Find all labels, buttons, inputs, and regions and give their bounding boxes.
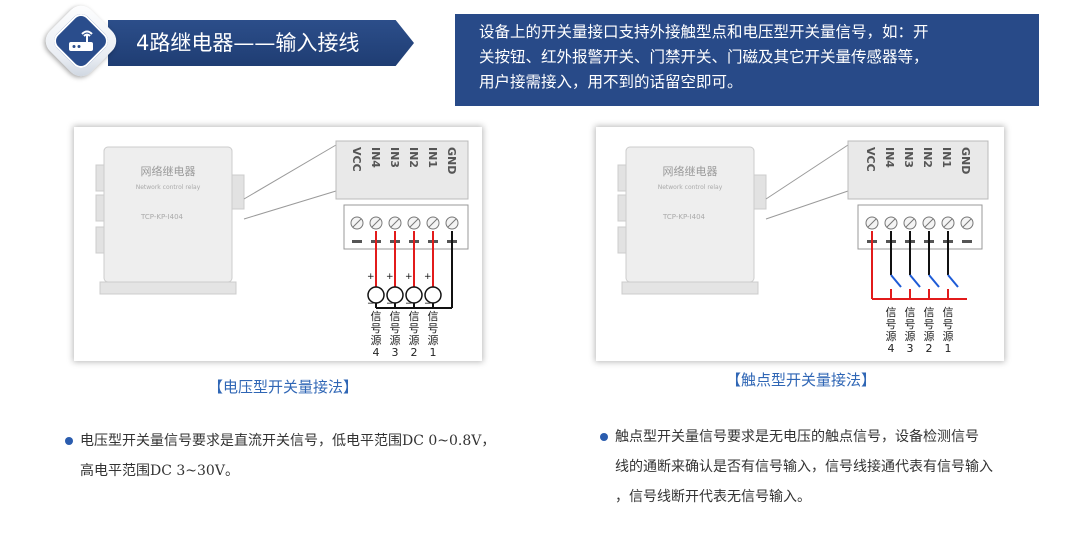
source-labels: 信 号 源 4 信 号 源 3 信 号 源 2 信 号 源 1	[886, 306, 954, 355]
source-labels: 信 号 源 4 信 号 源 3 信 号 源 2 信 号 源 1	[371, 310, 439, 359]
minus-mark: −	[424, 299, 432, 309]
source-4-char-3: 源	[886, 329, 897, 343]
source-4-char-1: 信	[371, 310, 382, 323]
terminal-gnd: GND	[445, 147, 458, 174]
terminal-vcc: VCC	[350, 147, 363, 172]
terminal-screws	[350, 216, 459, 243]
contact-caption: 【触点型开关量接法】	[726, 371, 877, 389]
terminal-label-strip	[335, 140, 469, 200]
signal-wires	[375, 231, 453, 309]
source-3-char-1: 信	[390, 310, 401, 323]
source-3-char-3: 源	[905, 329, 916, 343]
device-name: 网络继电器	[141, 164, 196, 178]
source-4-char-2: 号	[371, 322, 382, 335]
source-3-char-1: 信	[905, 306, 916, 319]
source-3-char-2: 号	[905, 318, 916, 331]
plus-mark: +	[424, 272, 432, 282]
voltage-caption: 【电压型开关量接法】	[208, 378, 359, 396]
contact-desc-line-1: 触点型开关量信号要求是无电压的触点信号，设备检测信号	[615, 429, 979, 445]
device-model: TCP-KP-I404	[140, 213, 184, 221]
plus-mark: +	[367, 272, 375, 282]
source-2-char-3: 源	[409, 333, 420, 347]
source-4-char-3: 源	[371, 333, 382, 347]
voltage-desc-line-2: 高电平范围DC 3~30V。	[80, 463, 239, 479]
source-1-char-2: 号	[943, 318, 954, 331]
plus-mark: +	[386, 272, 394, 282]
terminal-in3: IN3	[902, 147, 915, 168]
info-box: 设备上的开关量接口支持外接触型点和电压型开关量信号，如：开 关按钮、红外报警开关…	[455, 14, 1039, 106]
callout-line	[243, 144, 337, 200]
bullet-dot	[65, 437, 73, 445]
source-1-char-3: 源	[943, 329, 954, 343]
terminal-gnd: GND	[959, 147, 972, 174]
title-banner	[108, 20, 414, 66]
device-subtitle: Network control relay	[658, 184, 723, 191]
terminal-vcc: VCC	[864, 147, 877, 172]
source-1-char-1: 信	[428, 310, 439, 323]
source-4-num: 4	[373, 346, 380, 359]
terminal-in2: IN2	[921, 147, 934, 168]
source-2-num: 2	[926, 342, 933, 355]
info-line-2: 关按钮、红外报警开关、门禁开关、门磁及其它开关量传感器等，	[479, 48, 929, 66]
contact-wiring-panel: 网络继电器 Network control relay TCP-KP-I404 …	[596, 127, 1004, 361]
relay-device: 网络继电器 Network control relay TCP-KP-I404	[617, 146, 767, 295]
source-2-char-2: 号	[409, 322, 420, 335]
terminal-in1: IN1	[426, 147, 439, 168]
terminal-in3: IN3	[388, 147, 401, 168]
source-3-char-2: 号	[390, 322, 401, 335]
source-3-num: 3	[392, 346, 399, 359]
voltage-description: 电压型开关量信号要求是直流开关信号，低电平范围DC 0~0.8V， 高电平范围D…	[80, 426, 520, 486]
source-2-char-2: 号	[924, 318, 935, 331]
contact-wires	[871, 231, 967, 300]
voltage-sources	[367, 286, 442, 304]
source-4-char-1: 信	[886, 306, 897, 319]
terminal-label-strip	[847, 140, 989, 200]
source-1-char-1: 信	[943, 306, 954, 319]
source-1-char-3: 源	[428, 333, 439, 347]
voltage-wiring-diagram: 网络继电器 Network control relay TCP-KP-I404 …	[95, 140, 469, 359]
contact-description: 触点型开关量信号要求是无电压的触点信号，设备检测信号 线的通断来确认是否有信号输…	[615, 422, 1035, 512]
terminal-in1: IN1	[940, 147, 953, 168]
source-1-num: 1	[430, 346, 437, 359]
bullet-dot	[600, 433, 608, 441]
device-model: TCP-KP-I404	[662, 213, 706, 221]
minus-mark: −	[405, 299, 413, 309]
terminal-block	[857, 204, 983, 250]
info-line-3: 用户接需接入，用不到的话留空即可。	[479, 73, 743, 91]
device-subtitle: Network control relay	[136, 184, 201, 191]
source-2-num: 2	[411, 346, 418, 359]
source-2-char-1: 信	[409, 310, 420, 323]
relay-device: 网络继电器 Network control relay TCP-KP-I404	[95, 146, 245, 295]
voltage-desc-line-1: 电压型开关量信号要求是直流开关信号，低电平范围DC 0~0.8V，	[80, 433, 496, 449]
contact-desc-line-2: 线的通断来确认是否有信号输入，信号线接通代表有信号输入	[615, 459, 993, 475]
callout-line	[765, 144, 849, 200]
terminal-labels: VCC IN4 IN3 IN2 IN1 GND	[350, 147, 458, 174]
polarity-marks: + + + + − − − −	[367, 272, 432, 309]
contact-switches	[890, 274, 959, 288]
plus-mark: +	[405, 272, 413, 282]
source-1-num: 1	[945, 342, 952, 355]
source-1-char-2: 号	[428, 322, 439, 335]
terminal-in4: IN4	[369, 147, 382, 168]
source-4-char-2: 号	[886, 318, 897, 331]
source-4-num: 4	[888, 342, 895, 355]
source-3-char-3: 源	[390, 333, 401, 347]
source-2-char-1: 信	[924, 306, 935, 319]
minus-mark: −	[386, 299, 394, 309]
minus-mark: −	[367, 299, 375, 309]
contact-desc-line-3: ，信号线断开代表无信号输入。	[615, 489, 811, 505]
terminal-in2: IN2	[407, 147, 420, 168]
callout-line	[243, 190, 337, 220]
voltage-wiring-panel: 网络继电器 Network control relay TCP-KP-I404 …	[74, 127, 482, 361]
page-title: 4路继电器——输入接线	[136, 31, 360, 55]
callout-line	[765, 190, 849, 220]
terminal-in4: IN4	[883, 147, 896, 168]
source-3-num: 3	[907, 342, 914, 355]
contact-wiring-diagram: 网络继电器 Network control relay TCP-KP-I404 …	[617, 140, 989, 355]
terminal-labels: VCC IN4 IN3 IN2 IN1 GND	[864, 147, 972, 174]
info-line-1: 设备上的开关量接口支持外接触型点和电压型开关量信号，如：开	[479, 23, 929, 41]
device-name: 网络继电器	[663, 164, 718, 178]
source-2-char-3: 源	[924, 329, 935, 343]
router-icon	[69, 30, 93, 51]
